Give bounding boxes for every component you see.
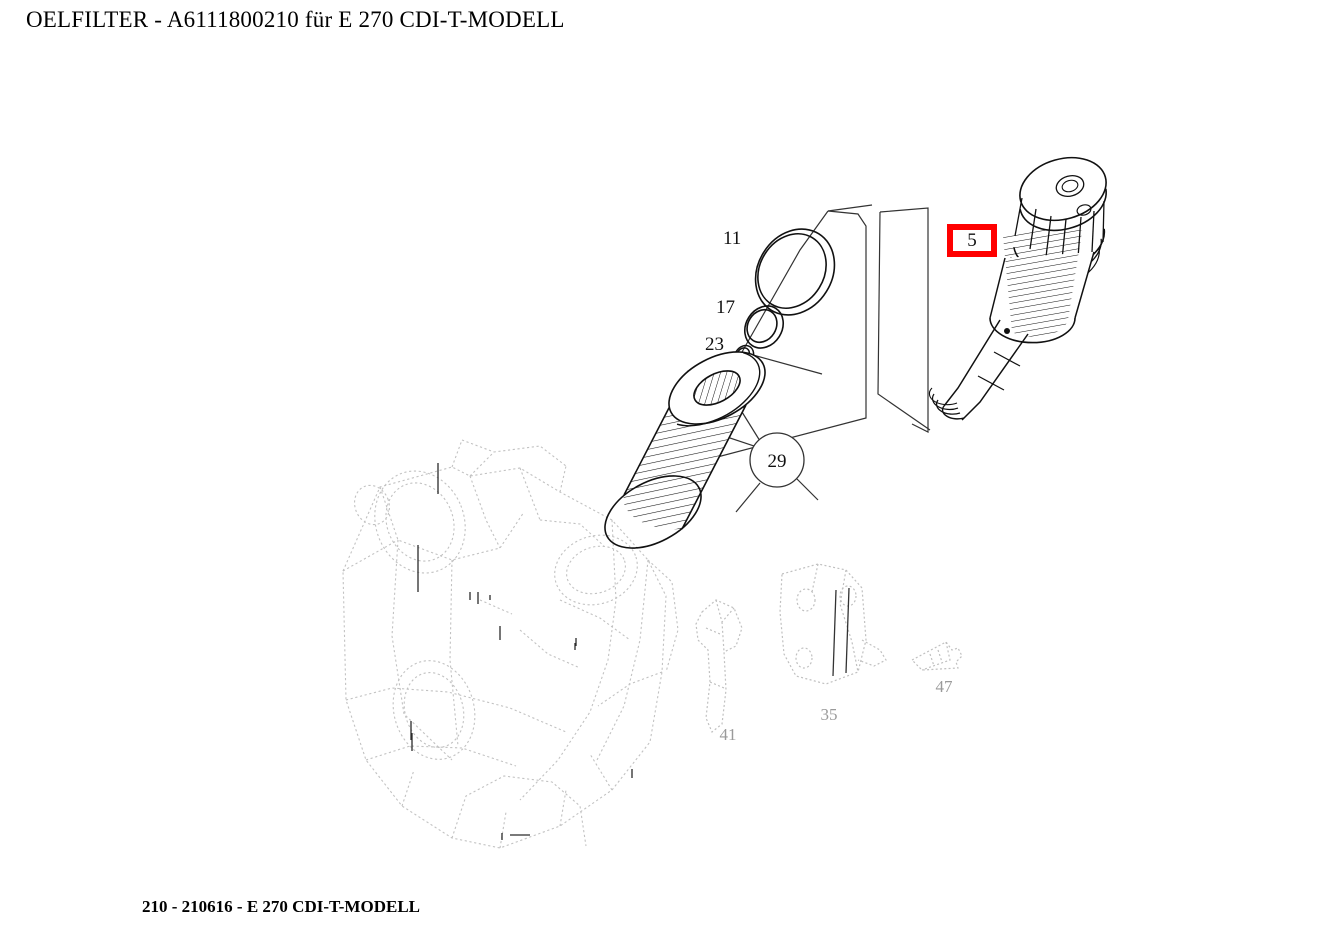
callout-47-label: 47 <box>936 677 954 696</box>
callout-35-label: 35 <box>821 705 838 724</box>
highlight-box-part-5[interactable]: 5 <box>947 224 997 257</box>
cover-plate-accents <box>832 587 850 677</box>
bolt-part <box>911 641 963 671</box>
cover-plate-part <box>779 563 887 685</box>
callout-23-label: 23 <box>705 334 724 355</box>
o-ring-medium <box>743 305 785 349</box>
callout-5-label: 5 <box>967 229 977 251</box>
page-title: OELFILTER - A6111800210 für E 270 CDI-T-… <box>26 7 565 32</box>
callout-41-label: 41 <box>720 725 737 744</box>
callout-11-label: 11 <box>723 228 741 249</box>
callout-29-label: 29 <box>768 451 787 472</box>
callout-29: 29 <box>749 432 805 488</box>
filter-cap-housing <box>928 156 1107 421</box>
engine-block <box>342 439 679 849</box>
bracket-part <box>695 599 743 733</box>
page-footer: 210 - 210616 - E 270 CDI-T-MODELL <box>142 897 420 916</box>
o-ring-large <box>754 228 836 316</box>
engine-block-accents <box>410 463 633 840</box>
callout-17-label: 17 <box>716 297 735 318</box>
